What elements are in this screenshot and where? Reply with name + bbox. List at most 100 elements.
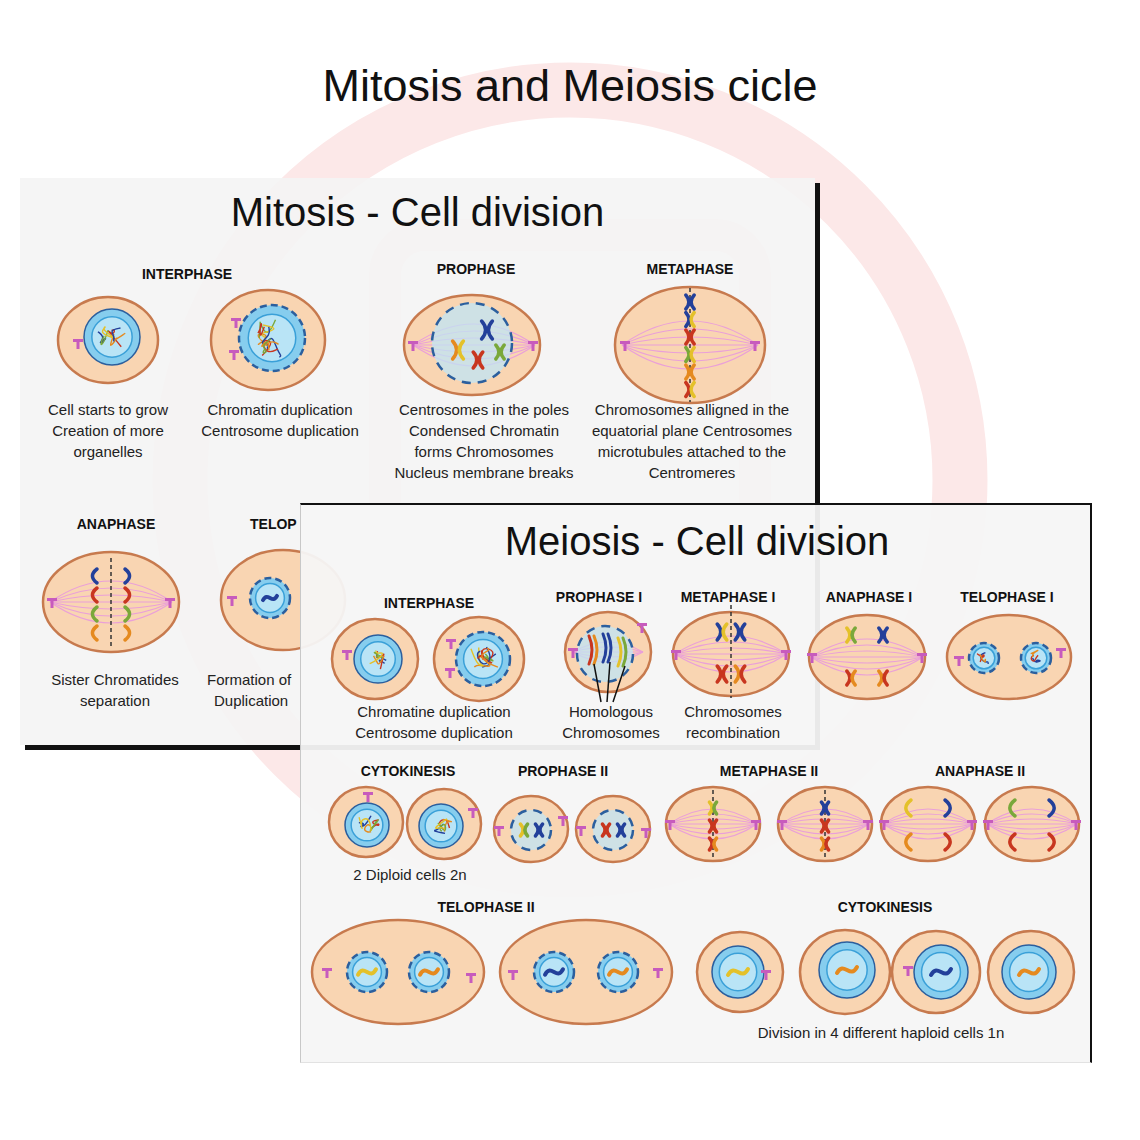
chromatid — [945, 834, 950, 850]
stage-note: Centrosomes in the poles Condensed Chrom… — [394, 399, 574, 483]
chromatin — [263, 339, 271, 353]
homologous-chromosome — [589, 636, 592, 664]
chromosome — [691, 348, 694, 362]
centrosome — [558, 816, 568, 826]
centrosome — [508, 970, 518, 980]
cell-membrane — [778, 787, 872, 861]
chromosome — [535, 824, 538, 836]
chromatid — [125, 626, 130, 640]
chromosome — [723, 624, 727, 640]
chromatid — [92, 626, 97, 640]
chromosome — [602, 824, 605, 836]
chromatin — [370, 650, 383, 663]
chromosome — [821, 802, 824, 814]
stage-name: INTERPHASE — [87, 266, 287, 282]
chromatid — [945, 800, 950, 816]
nucleus — [345, 803, 389, 847]
nucleus-inner — [248, 314, 296, 362]
chromosome — [420, 969, 438, 974]
chromosome — [709, 802, 712, 814]
chromosome — [717, 666, 721, 682]
cell-membrane — [985, 787, 1079, 861]
stage-note: Chromosomes alligned in the equatorial p… — [590, 399, 795, 483]
stage-name: PROPHASE II — [463, 763, 663, 779]
stage-name: TELOPHASE II — [386, 899, 586, 915]
stage-note: Division in 4 different haploid cells 1n — [681, 1022, 1081, 1043]
nucleus — [354, 635, 402, 683]
nucleus-inner — [1010, 953, 1049, 992]
cell-membrane — [404, 295, 540, 395]
chromatin — [112, 328, 120, 341]
chromosome — [714, 802, 717, 814]
cell-membrane — [800, 930, 890, 1014]
nucleus — [419, 804, 463, 848]
centrosome — [408, 341, 418, 351]
chromosome — [821, 838, 824, 850]
panel-heading: Mitosis - Cell division — [20, 189, 815, 235]
centrosome — [73, 339, 83, 349]
nucleus-inner — [256, 584, 285, 613]
stage-note: Chromatine duplication Centrosome duplic… — [342, 701, 527, 743]
chromosome — [884, 628, 887, 642]
centrosome — [983, 820, 993, 830]
nucleus — [712, 946, 764, 998]
nucleus — [409, 952, 449, 992]
centrosome — [620, 341, 630, 351]
chromosome — [686, 330, 689, 344]
nucleus-inner — [425, 810, 457, 842]
homologous-chromosome — [594, 636, 597, 664]
centrosome — [777, 820, 787, 830]
spindle-fiber — [811, 657, 923, 675]
nucleus-inner — [719, 953, 756, 990]
cell-membrane — [43, 552, 179, 652]
chromosome — [847, 628, 850, 642]
chromatid — [125, 569, 130, 583]
centrosome — [879, 820, 889, 830]
cell-membrane — [329, 787, 403, 857]
nucleus-inner — [973, 647, 995, 669]
stage-note: Sister Chromatides separation — [40, 669, 190, 711]
chromosome — [826, 838, 829, 850]
chromosome — [691, 295, 694, 309]
stage-name: INTERPHASE — [329, 595, 529, 611]
chromosome — [525, 824, 528, 836]
spindle-fiber — [50, 581, 172, 602]
centrosome — [568, 648, 578, 658]
centrosome — [446, 639, 456, 649]
spindle-fiber — [811, 639, 923, 657]
chromosome — [717, 624, 721, 640]
spindle-fiber — [883, 809, 973, 824]
centrosome — [761, 970, 771, 980]
centrosome — [1071, 820, 1081, 830]
homologous-chromosome — [618, 638, 621, 666]
stage-note: Chromosomes recombination — [673, 701, 793, 743]
homologous-chromosome — [608, 634, 611, 662]
chromosome — [714, 838, 717, 850]
spindle-fiber — [811, 657, 923, 663]
centrosome — [967, 820, 977, 830]
centrosome — [637, 623, 647, 633]
nucleus — [250, 578, 290, 618]
chromatin — [980, 655, 985, 662]
chromosome — [931, 969, 951, 975]
stage-name: ANAPHASE II — [880, 763, 1080, 779]
centrosome — [781, 650, 791, 660]
chromosome — [735, 666, 739, 682]
cell-membrane — [576, 796, 650, 862]
centrosome — [671, 650, 681, 660]
chromatin — [482, 648, 498, 667]
chromosome — [884, 671, 887, 685]
spindle-fiber — [987, 824, 1077, 834]
chromatin — [359, 817, 371, 831]
chromosome — [837, 967, 857, 973]
chromatid — [906, 834, 911, 850]
chromosome — [691, 383, 694, 397]
chromosome — [852, 671, 855, 685]
centrosome — [466, 973, 476, 983]
stage-note: Duplication — [214, 690, 288, 711]
chromosome — [479, 352, 483, 368]
spindle-fiber — [987, 814, 1077, 824]
centrosome — [229, 350, 239, 360]
spindle-fiber — [675, 636, 787, 654]
